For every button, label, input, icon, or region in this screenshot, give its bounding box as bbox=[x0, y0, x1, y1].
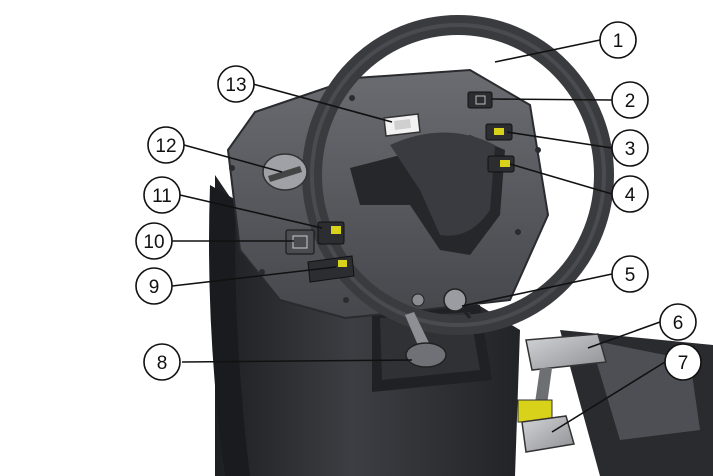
callout-7-label: 7 bbox=[678, 353, 689, 374]
callout-6-label: 6 bbox=[673, 313, 684, 334]
callout-7: 7 bbox=[664, 343, 702, 381]
button-2 bbox=[467, 91, 493, 109]
callout-9-label: 9 bbox=[149, 277, 160, 298]
callout-10: 10 bbox=[135, 222, 173, 260]
callout-8: 8 bbox=[143, 343, 181, 381]
button-11 bbox=[317, 221, 345, 245]
leader-lines bbox=[171, 39, 666, 433]
adjust-lever-8 bbox=[405, 312, 447, 368]
callout-13-label: 13 bbox=[225, 75, 246, 96]
button-4 bbox=[487, 155, 515, 173]
callouts: 1 2 3 4 5 6 7 8 9 10 11 12 13 bbox=[135, 21, 702, 381]
key-switch bbox=[262, 153, 308, 191]
callout-5-label: 5 bbox=[625, 265, 636, 286]
callout-12-label: 12 bbox=[155, 136, 176, 157]
callout-2: 2 bbox=[611, 81, 649, 119]
button-10 bbox=[285, 229, 315, 255]
steering-wheel bbox=[302, 15, 614, 335]
callout-1-label: 1 bbox=[613, 31, 624, 52]
callout-3: 3 bbox=[611, 129, 649, 167]
callout-13: 13 bbox=[217, 65, 255, 103]
callout-4-label: 4 bbox=[625, 185, 636, 206]
callout-1: 1 bbox=[599, 21, 637, 59]
callout-5: 5 bbox=[611, 255, 649, 293]
pedal-7 bbox=[517, 399, 575, 453]
display-window bbox=[383, 113, 421, 137]
callout-2-label: 2 bbox=[625, 91, 636, 112]
callout-8-label: 8 bbox=[157, 353, 168, 374]
callout-11-label: 11 bbox=[152, 186, 172, 207]
steering-column bbox=[209, 175, 520, 476]
callout-11: 11 bbox=[143, 176, 181, 214]
control-knob-5 bbox=[411, 288, 472, 319]
callout-12: 12 bbox=[147, 126, 185, 164]
callout-3-label: 3 bbox=[625, 139, 636, 160]
callout-10-label: 10 bbox=[143, 232, 164, 253]
callout-4: 4 bbox=[611, 175, 649, 213]
callout-6: 6 bbox=[659, 303, 697, 341]
callout-9: 9 bbox=[135, 267, 173, 305]
button-9 bbox=[307, 255, 355, 283]
